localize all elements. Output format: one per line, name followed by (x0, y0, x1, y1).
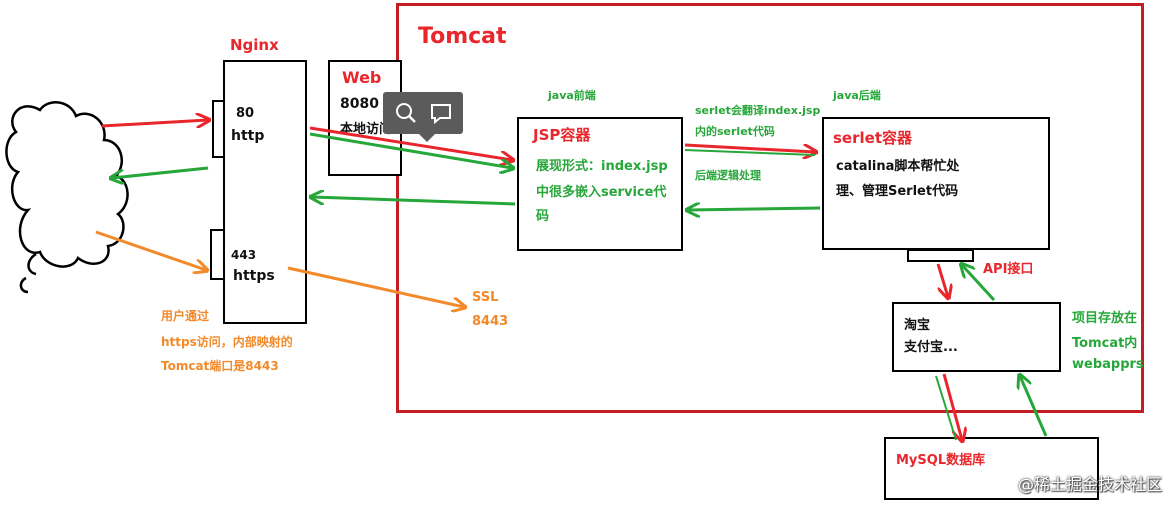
nginx-label-https: https (233, 268, 275, 284)
ssl-label: SSL (472, 290, 499, 305)
apps-line1: 淘宝 (904, 318, 931, 333)
arrow-https-to-ssl (287, 266, 464, 307)
arrow-api-to-apps (936, 263, 948, 297)
arrow-nginx-to-client (112, 166, 209, 178)
nginx-port-https-stub (210, 229, 225, 280)
arrow-jsp-to-serlet-green (684, 149, 816, 156)
arrow-apps-to-mysql-green (935, 375, 957, 441)
arrow-jsp-to-serlet (684, 143, 815, 152)
serlet-title: serlet容器 (833, 129, 912, 147)
nginx-port-https: 443 (231, 248, 257, 262)
api-port-stub (907, 249, 974, 262)
arrow-apps-to-api (962, 265, 996, 302)
jsp-line1: 展现形式：index.jsp (536, 159, 668, 174)
nginx-title: Nginx (230, 36, 279, 54)
serlet-tag: java后端 (833, 89, 881, 102)
tomcat-frame (396, 3, 1144, 413)
apps-line2: 支付宝... (904, 340, 958, 355)
arrow-apps-to-mysql (942, 373, 962, 440)
nginx-port-http-stub (212, 100, 225, 158)
backend-label: 后端逻辑处理 (695, 169, 761, 182)
jsp-tag: java前端 (548, 89, 596, 102)
https-note-line3: Tomcat端口是8443 (161, 359, 279, 373)
compile-label-2: 内的serlet代码 (695, 125, 775, 138)
nginx-label-http: http (231, 128, 265, 144)
project-line3: webapprs (1072, 357, 1144, 372)
web-desc: 本地访问 (340, 122, 393, 137)
web-title: Web (342, 68, 382, 87)
ssl-port: 8443 (472, 314, 509, 329)
arrow-nginx-to-jsp (309, 126, 512, 160)
arrow-nginx-to-jsp-green (309, 132, 512, 168)
floating-toolbar (383, 92, 463, 142)
jsp-line3: 码 (536, 209, 550, 224)
tomcat-title: Tomcat (418, 24, 507, 49)
web-port: 8080 (340, 96, 379, 112)
watermark: @稀土掘金技术社区 (1017, 475, 1162, 494)
client-cloud (5, 101, 129, 294)
search-icon[interactable] (391, 98, 421, 128)
project-line1: 项目存放在 (1072, 311, 1138, 326)
arrow-jsp-to-nginx (312, 197, 516, 206)
serlet-line2: 理、管理Serlet代码 (836, 184, 959, 199)
api-label: API接口 (983, 262, 1034, 277)
project-line2: Tomcat内 (1072, 336, 1138, 351)
arrow-serlet-to-jsp (688, 208, 821, 210)
jsp-box (517, 117, 683, 251)
arrow-client-to-nginx (101, 120, 208, 126)
arrow-client-https (95, 230, 206, 270)
arrow-mysql-to-apps (1020, 376, 1048, 437)
nginx-box (223, 60, 307, 324)
jsp-title: JSP容器 (533, 126, 591, 144)
mysql-box (884, 437, 1099, 500)
nginx-port-http: 80 (236, 106, 255, 121)
https-note-line1: 用户通过 (161, 309, 210, 323)
mysql-label: MySQL数据库 (896, 453, 986, 468)
https-note-line2: https访问，内部映射的 (161, 335, 293, 349)
apps-box (892, 302, 1061, 372)
jsp-line2: 中很多嵌入service代 (536, 185, 667, 200)
comment-icon[interactable] (426, 98, 456, 128)
serlet-line1: catalina脚本帮忙处 (836, 159, 960, 174)
compile-label-1: serlet会翻译index.jsp (695, 104, 821, 117)
